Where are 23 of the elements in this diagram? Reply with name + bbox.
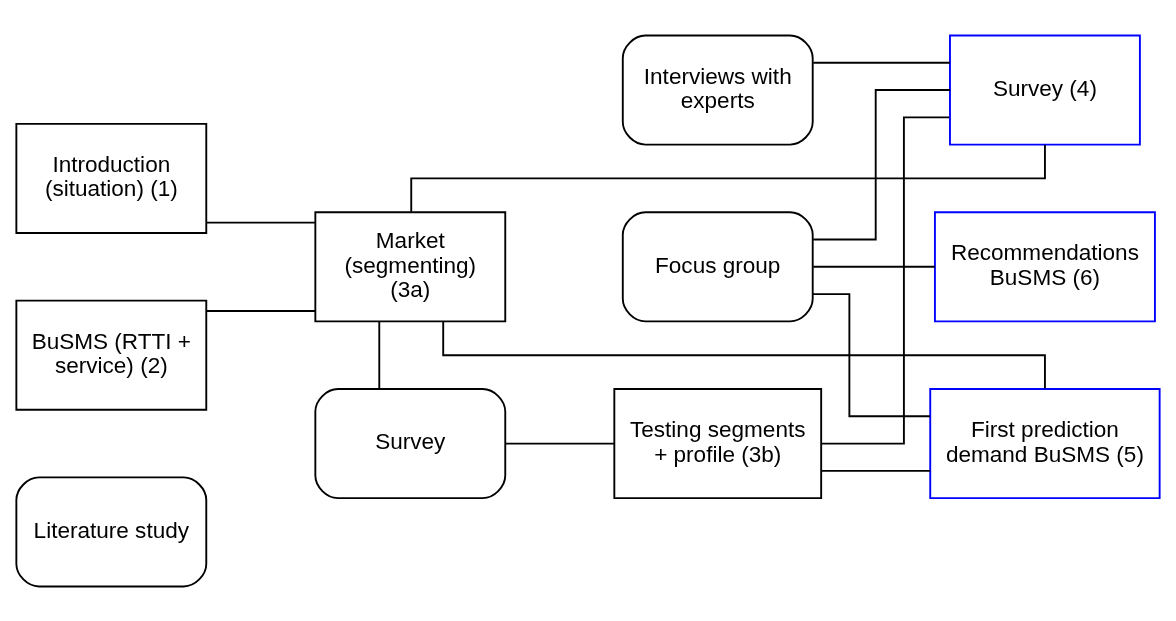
connector bbox=[812, 88, 951, 240]
node-box: Recommendations BuSMS (6) bbox=[934, 210, 1156, 322]
connector bbox=[820, 469, 932, 472]
connector bbox=[811, 292, 931, 417]
node-box: Survey bbox=[314, 387, 507, 499]
connector bbox=[378, 320, 381, 390]
node-box: Interviews with experts bbox=[621, 34, 814, 145]
node-box: Survey (4) bbox=[949, 34, 1141, 145]
node-box: Focus group bbox=[621, 210, 814, 322]
connector bbox=[205, 309, 317, 312]
node-box: Market (segmenting) (3a) bbox=[314, 210, 507, 322]
connector bbox=[812, 61, 951, 64]
connector bbox=[442, 320, 1046, 390]
connector bbox=[820, 115, 951, 444]
connector bbox=[410, 143, 1046, 213]
node-box: Introduction (situation) (1) bbox=[15, 122, 208, 234]
connector bbox=[205, 221, 317, 224]
node-box: Testing segments + profile (3b) bbox=[613, 387, 823, 499]
node-box: Literature study bbox=[15, 476, 208, 587]
node-box: First prediction demand BuSMS (5) bbox=[929, 387, 1161, 499]
connector bbox=[504, 442, 616, 444]
connector bbox=[812, 265, 936, 268]
node-box: BuSMS (RTTI + service) (2) bbox=[15, 299, 208, 411]
